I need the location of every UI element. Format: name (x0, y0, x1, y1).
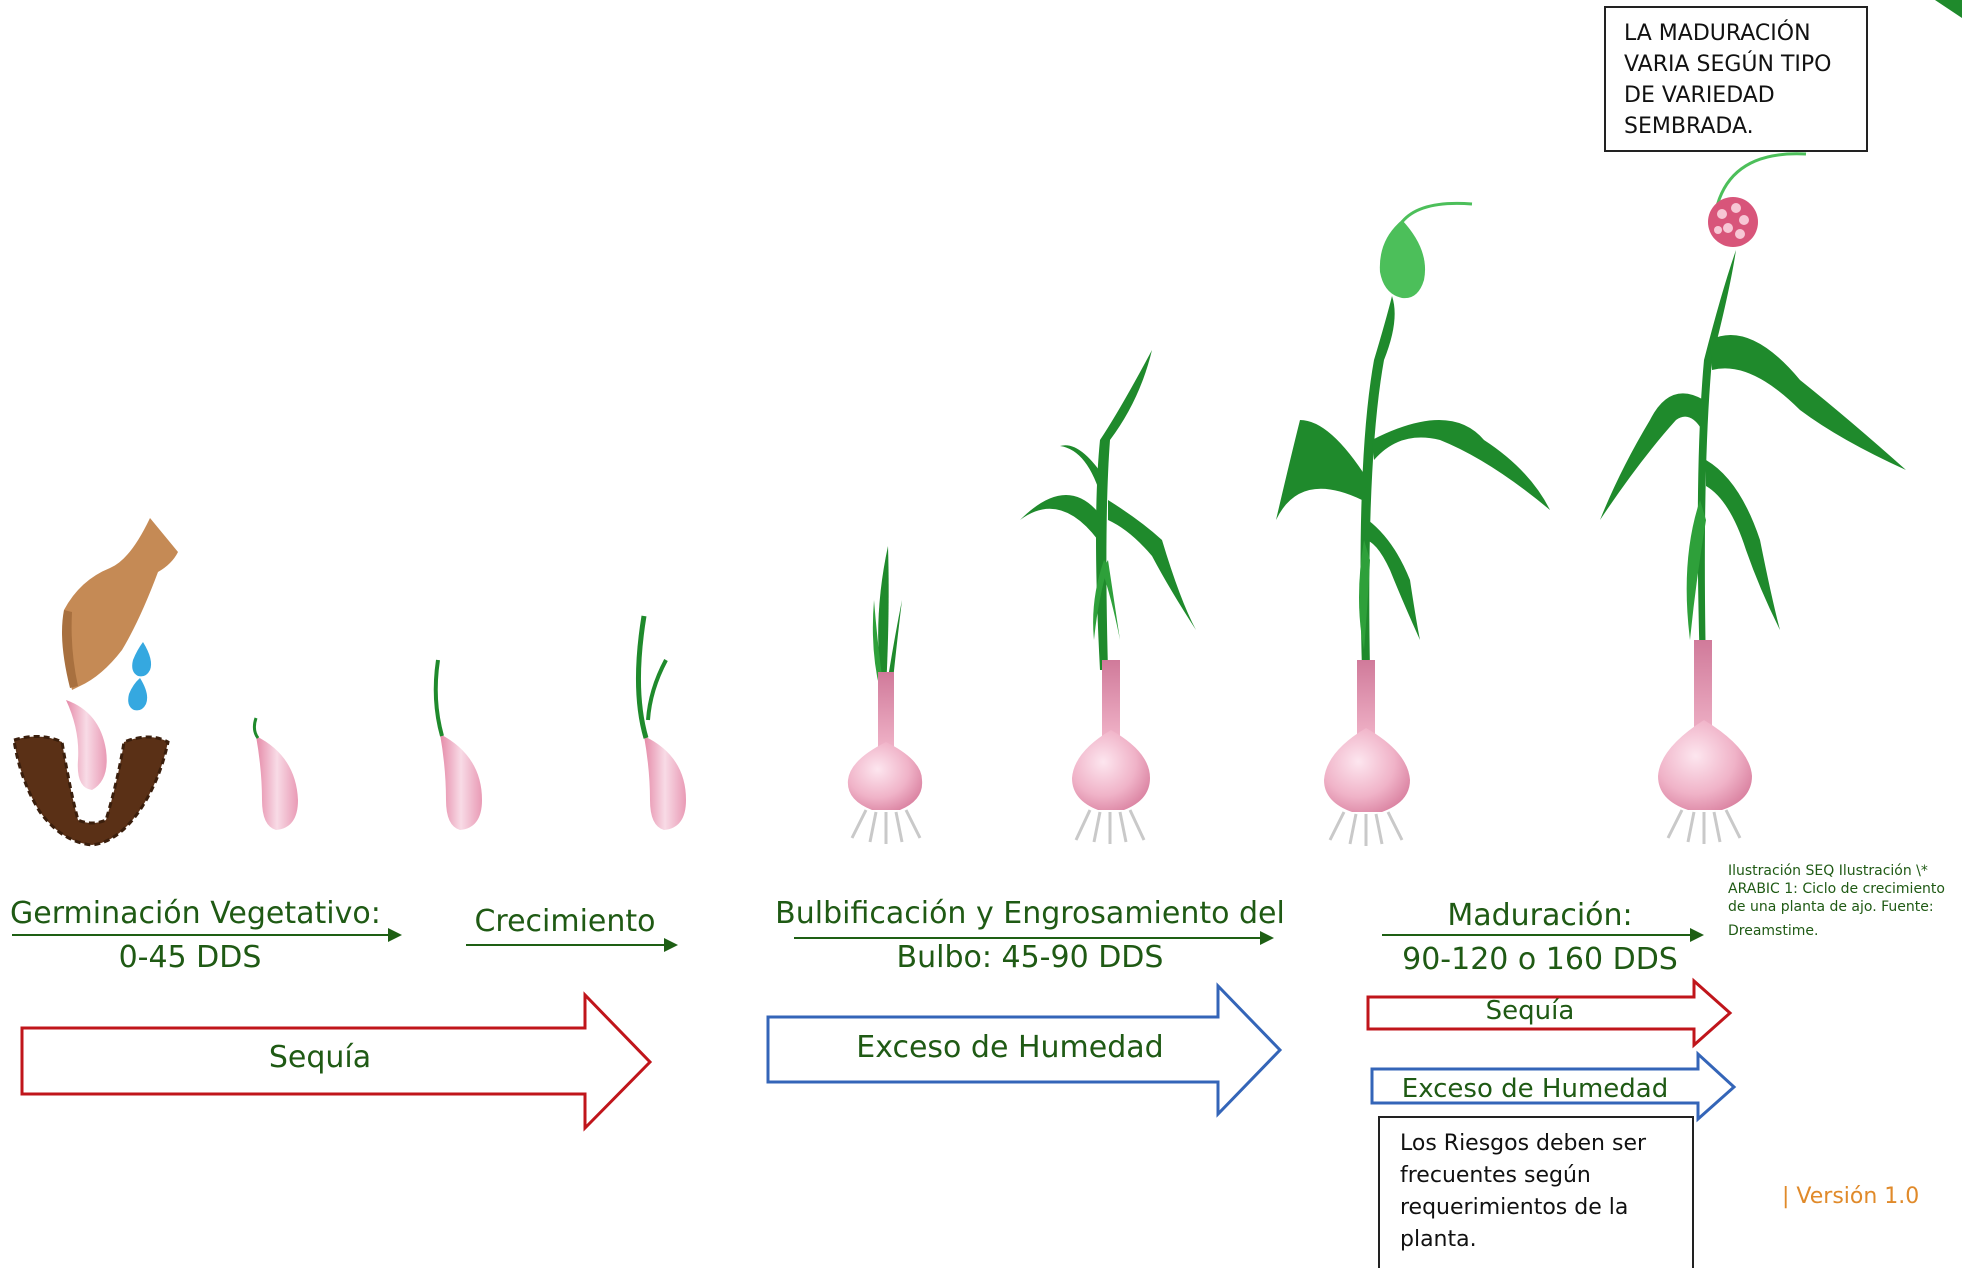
sprout-leaf (646, 659, 668, 721)
garlic-leaf (1102, 560, 1120, 640)
garlic-leaf (1108, 500, 1196, 630)
scape-tip (1714, 152, 1807, 211)
garlic-bulb-icon (1324, 728, 1410, 812)
garlic-leaf (1364, 520, 1420, 640)
stage-label-line: Germinación Vegetativo: (10, 896, 381, 931)
humidity-arrow-small (1370, 1050, 1737, 1123)
drought-arrow-main (20, 991, 653, 1132)
version-label: | Versión 1.0 (1782, 1184, 1920, 1209)
stage-label-bulbing-days: Bulbo: 45-90 DDS (770, 938, 1290, 978)
humidity-arrow-main (766, 982, 1283, 1118)
garlic-leaf (1060, 445, 1106, 500)
note-line: DE VARIEDAD (1624, 83, 1775, 108)
garlic-plant-mid (1020, 350, 1196, 844)
water-drop-icon (128, 678, 148, 711)
garlic-leaf (878, 546, 889, 690)
stage-label-maturation: Maduración: (1380, 896, 1700, 936)
sprout-leaf (636, 615, 649, 739)
note-line: requerimientos de la (1400, 1195, 1629, 1220)
irrigation-note: Los Riesgos deben ser frecuentes según r… (1378, 1116, 1694, 1268)
garlic-clove-icon (644, 736, 686, 830)
sprouting-clove-3 (636, 615, 686, 830)
garlic-plant-young (847, 546, 923, 844)
scape-tip (1400, 201, 1473, 223)
drought-label-main: Sequía (268, 1040, 372, 1075)
note-line: Los Riesgos deben ser (1400, 1131, 1647, 1156)
garlic-bulb-icon (1072, 730, 1150, 810)
stage-label-line: Maduración: (1447, 898, 1633, 933)
caption-line: Dreamstime. (1728, 923, 1819, 939)
garlic-clove-icon (66, 700, 107, 790)
garlic-leaf (1359, 540, 1370, 650)
sprout-leaf (433, 659, 444, 737)
sprouting-clove-1 (252, 717, 298, 830)
garlic-leaf (1710, 335, 1906, 470)
note-line: planta. (1400, 1227, 1477, 1252)
hand-icon (63, 518, 178, 690)
stage-label-growth: Crecimiento (460, 902, 670, 942)
roots (850, 809, 922, 844)
stage-label-line: 0-45 DDS (118, 940, 262, 975)
garlic-stem (1096, 350, 1152, 670)
roots (1666, 809, 1742, 844)
stage-label-line: Bulbo: 45-90 DDS (896, 940, 1164, 975)
caption-line: Ilustración SEQ Ilustración \* (1728, 863, 1928, 879)
drought-arrow-small (1366, 977, 1733, 1049)
sprouting-clove-2 (433, 659, 482, 830)
caption-line: de una planta de ajo. Fuente: (1728, 899, 1934, 915)
corner-mark (1935, 0, 1962, 18)
note-line: VARIA SEGÚN TIPO (1624, 52, 1832, 77)
stage-label-line: Bulbificación y Engrosamiento del (775, 896, 1285, 931)
stage-label-germination: Germinación Vegetativo: (10, 894, 381, 934)
garlic-plant-scape (1276, 201, 1550, 846)
garlic-leaf (1276, 420, 1368, 520)
garlic-leaf (1020, 495, 1104, 540)
stage-label-bulbing: Bulbificación y Engrosamiento del (770, 894, 1290, 934)
garlic-stem (1697, 250, 1736, 670)
hand-finger (62, 610, 78, 688)
stage-label-line: Crecimiento (474, 904, 656, 939)
garlic-leaf (872, 600, 884, 690)
note-line: SEMBRADA. (1624, 114, 1754, 139)
planting-scene (12, 518, 178, 847)
stage-label-maturation-days: 90-120 o 160 DDS (1380, 940, 1700, 980)
roots (1328, 811, 1404, 846)
note-line: frecuentes según (1400, 1163, 1591, 1188)
soil-icon (12, 735, 170, 847)
note-line: LA MADURACIÓN (1624, 21, 1811, 46)
stage-label-line: 90-120 o 160 DDS (1402, 942, 1678, 977)
water-drop-icon (132, 642, 152, 677)
maturation-note: LA MADURACIÓN VARIA SEGÚN TIPO DE VARIED… (1604, 6, 1868, 152)
figure-caption: Ilustración SEQ Ilustración \* ARABIC 1:… (1728, 862, 1960, 940)
garlic-plant-flowering (1600, 152, 1906, 844)
garlic-leaf (1686, 500, 1706, 640)
stage-arrows (12, 928, 1704, 952)
garlic-leaf (886, 600, 902, 690)
garlic-leaf (1706, 460, 1780, 630)
roots (1074, 809, 1146, 844)
drought-label-small: Sequía (1485, 996, 1575, 1026)
humidity-label-small: Exceso de Humedad (1401, 1074, 1669, 1104)
garlic-flower-icon (1379, 220, 1426, 299)
humidity-label-main: Exceso de Humedad (856, 1030, 1164, 1065)
garlic-leaf (1372, 420, 1550, 510)
caption-line: ARABIC 1: Ciclo de crecimiento (1728, 881, 1945, 897)
garlic-leaf (1093, 560, 1108, 640)
garlic-clove-icon (440, 734, 482, 830)
garlic-clove-icon (256, 736, 298, 830)
garlic-bulb-icon (847, 742, 923, 810)
stage-label-germination-days: 0-45 DDS (10, 938, 370, 978)
garlic-leaf (1600, 393, 1704, 520)
garlic-bulb-icon (1658, 720, 1752, 810)
